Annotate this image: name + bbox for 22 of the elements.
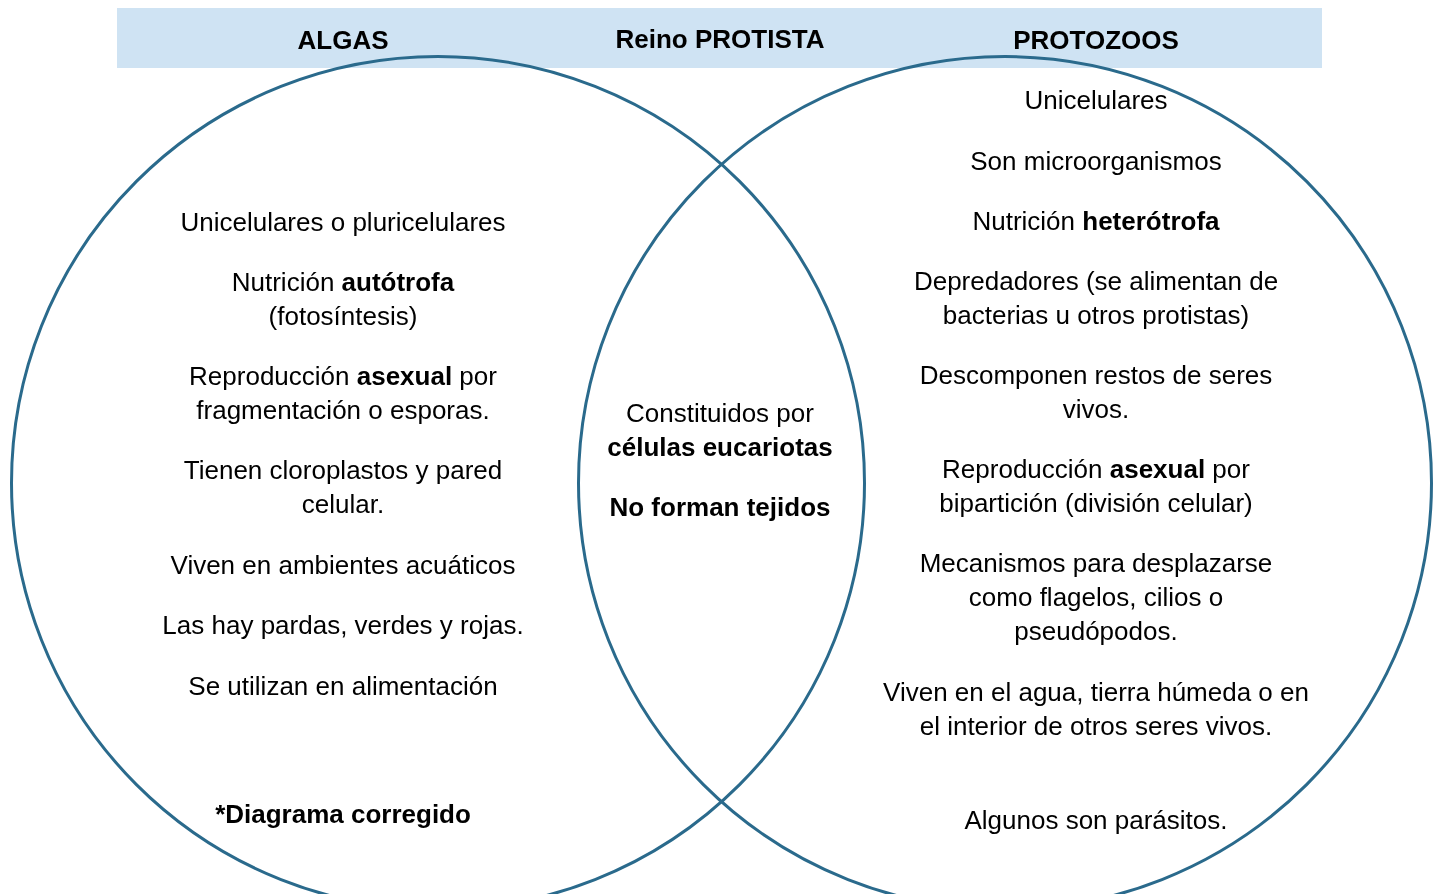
trait-text: Reproducción asexual por bipartición (división celular) xyxy=(938,453,1254,520)
trait-text: Las hay pardas, verdes y rojas. xyxy=(161,609,525,642)
trait-text: Reproducción asexual por fragmentación o esporas. xyxy=(188,360,498,427)
trait-text: Depredadores (se alimentan de bacterias u otros protistas) xyxy=(912,265,1280,332)
trait-text: Constituidos por células eucariotas xyxy=(606,397,834,464)
trait-text: Mecanismos para desplazarse como flagelos, cilios o pseudópodos. xyxy=(918,547,1274,648)
trait-text: Descomponen restos de seres vivos. xyxy=(918,359,1274,426)
trait-text: Unicelulares o pluricelulares xyxy=(179,206,507,239)
trait-text: Son microorganismos xyxy=(969,145,1223,178)
trait-text: Tienen cloroplastos y pared celular. xyxy=(182,454,504,521)
trait-text: Nutrición autótrofa (fotosíntesis) xyxy=(230,266,456,333)
note: *Diagrama corregido xyxy=(215,798,471,831)
trait-text: Viven en ambientes acuáticos xyxy=(169,549,517,582)
trait-text: Viven en el agua, tierra húmeda o en el interior de otros seres vivos. xyxy=(882,676,1310,743)
trait-text: No forman tejidos xyxy=(608,491,832,524)
trait-text: Algunos son parásitos. xyxy=(963,804,1229,837)
group-heading: ALGAS xyxy=(297,24,389,57)
trait-text: Unicelulares xyxy=(1023,84,1169,117)
title: Reino PROTISTA xyxy=(615,23,825,56)
trait-text: Nutrición heterótrofa xyxy=(971,205,1221,238)
trait-text: Se utilizan en alimentación xyxy=(187,670,499,703)
group-heading: PROTOZOOS xyxy=(1013,24,1179,57)
